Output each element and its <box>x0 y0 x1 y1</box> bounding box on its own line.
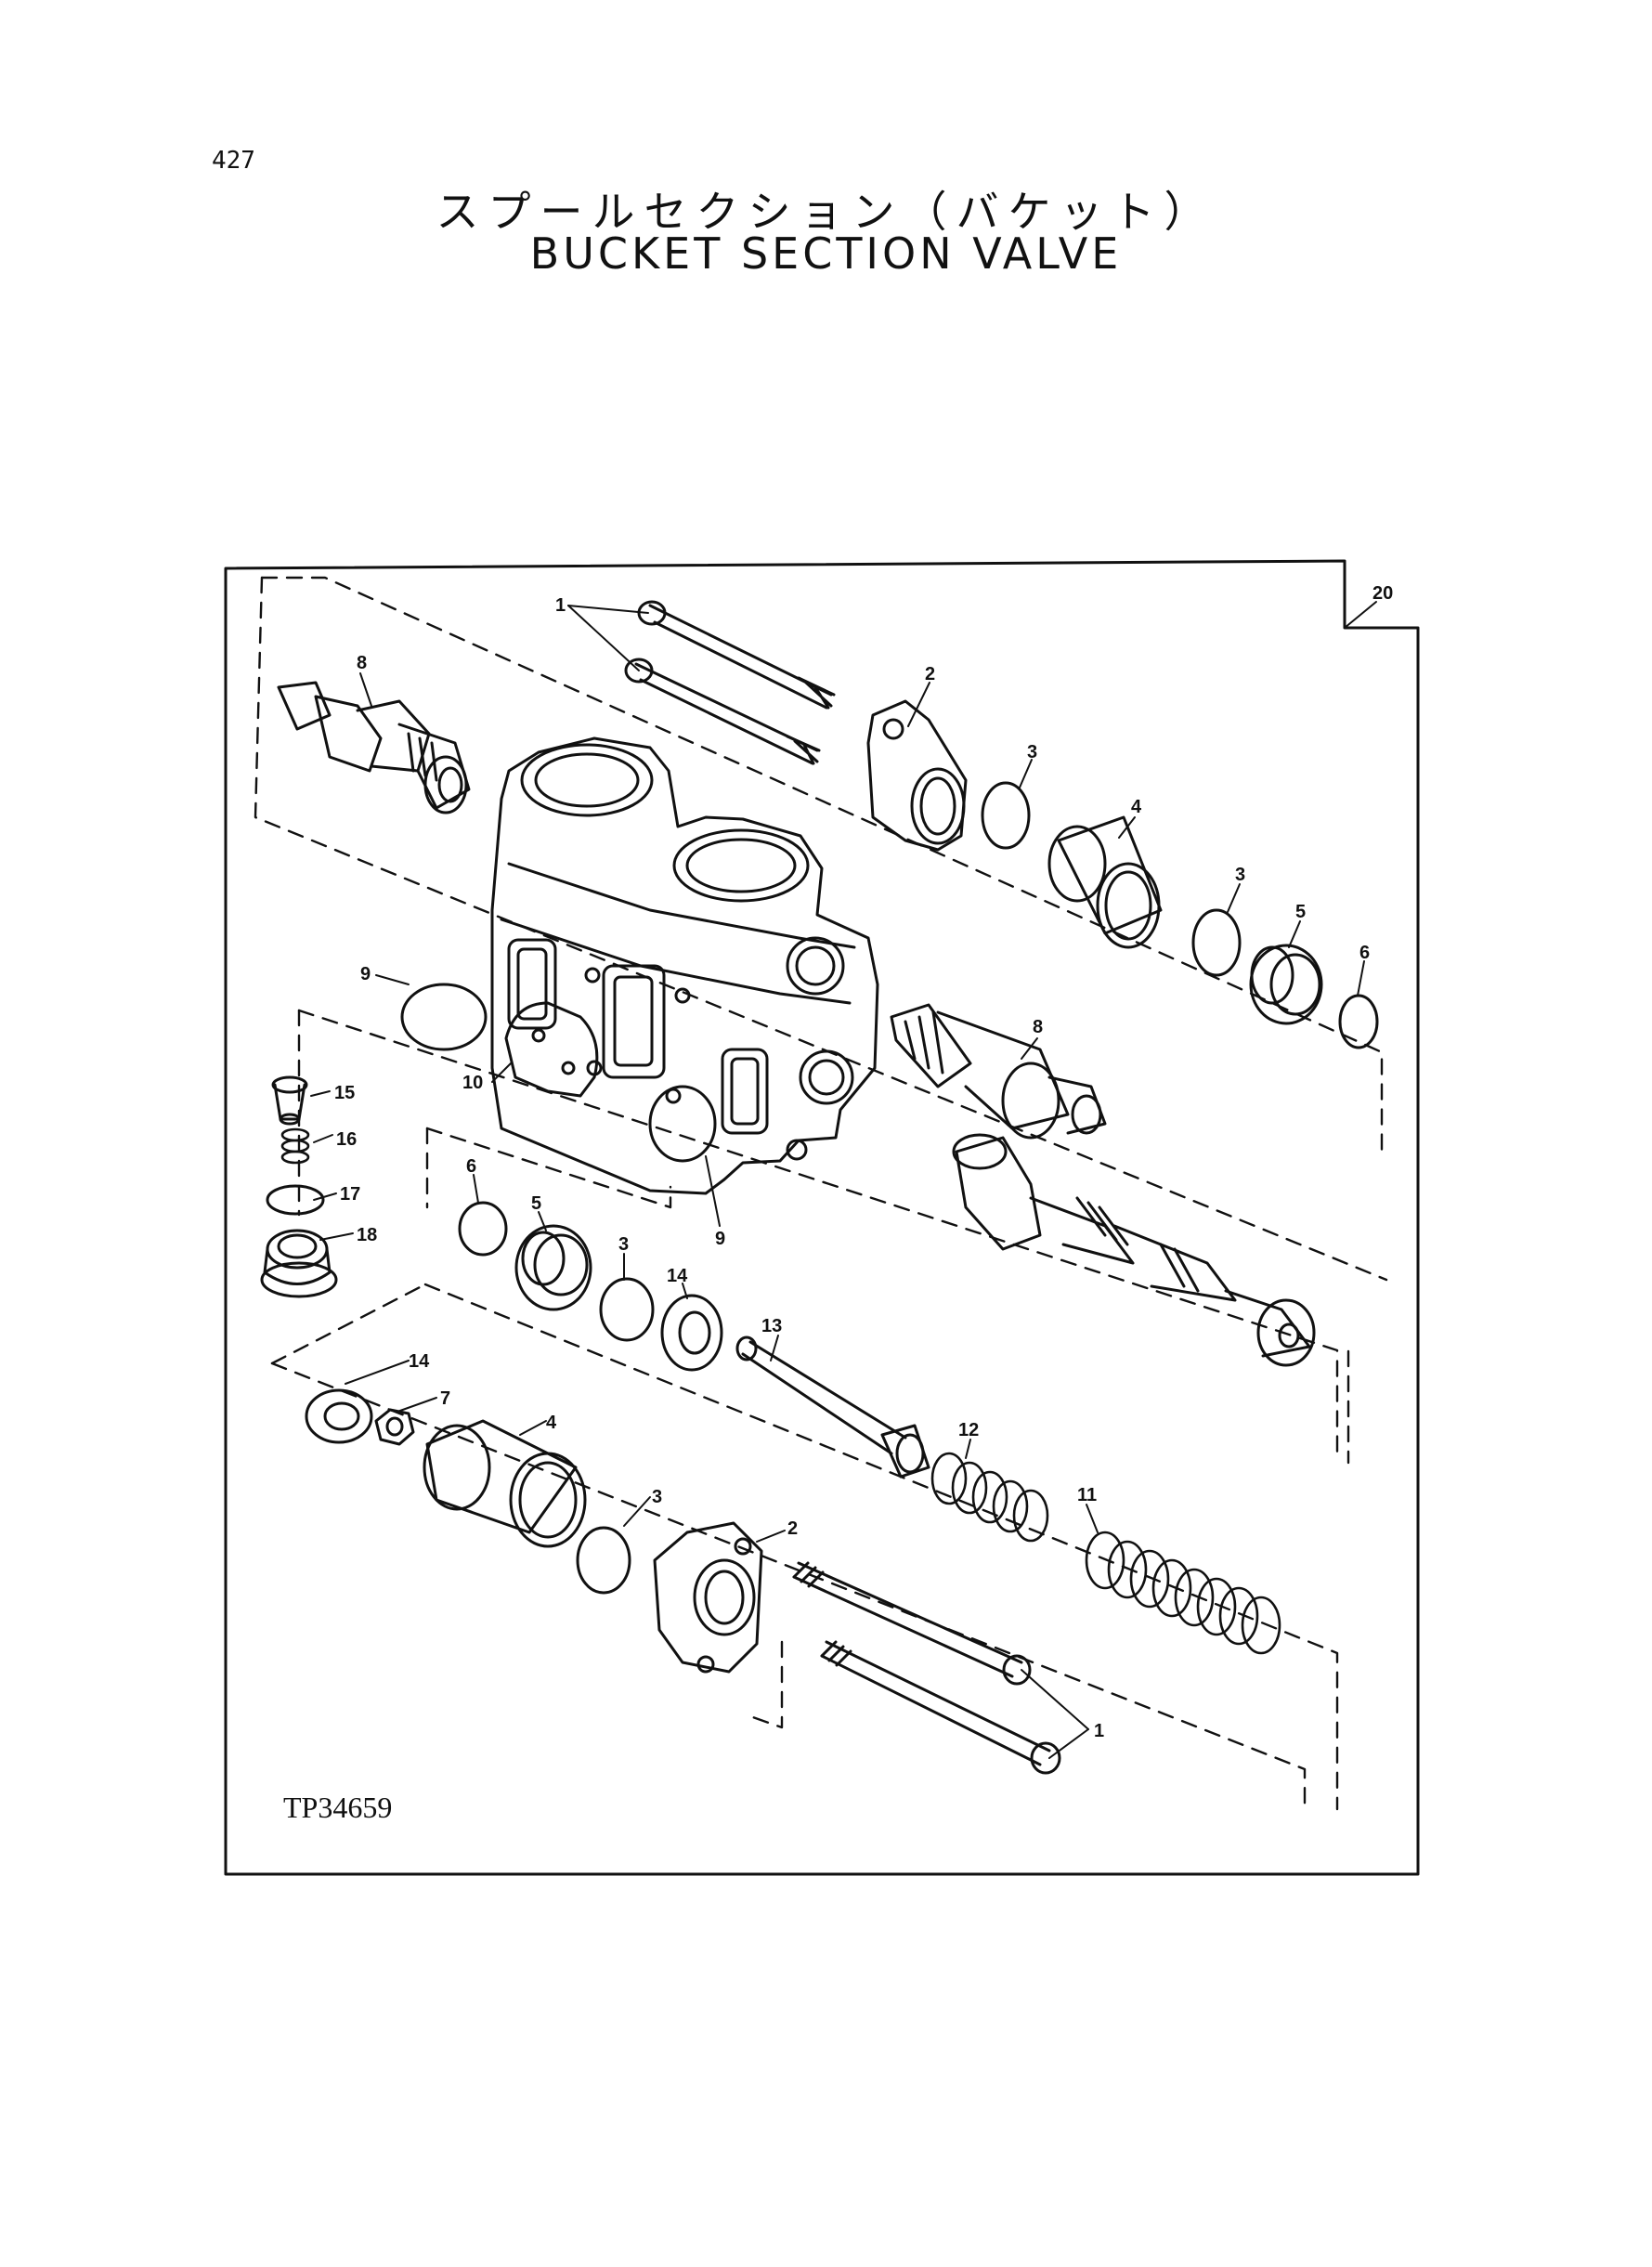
oring-3-lower <box>599 1277 655 1342</box>
seat-5-top <box>1249 944 1323 1025</box>
callout-3-lower: 3 <box>618 1234 629 1255</box>
callout-6-top: 6 <box>1359 943 1370 963</box>
callout-17: 17 <box>340 1184 360 1205</box>
seat-5-mid <box>514 1224 592 1311</box>
callout-20: 20 <box>1372 583 1393 604</box>
poppet-15 <box>271 1075 308 1126</box>
callout-3-bottom: 3 <box>652 1487 662 1507</box>
callout-18: 18 <box>357 1225 377 1245</box>
callout-1-bottom: 1 <box>1094 1721 1104 1741</box>
callout-13: 13 <box>761 1316 782 1336</box>
oring-17 <box>266 1184 325 1216</box>
callout-2-top: 2 <box>925 664 935 684</box>
oring-9-right <box>648 1085 717 1163</box>
callout-4-top: 4 <box>1131 797 1142 817</box>
bolt-13 <box>735 1335 930 1479</box>
spring-12 <box>930 1452 1049 1543</box>
spring-11 <box>1085 1531 1281 1655</box>
callout-7: 7 <box>440 1388 450 1409</box>
leader-lines <box>310 605 1365 1759</box>
nut-7 <box>374 1408 415 1446</box>
plate-10 <box>504 1001 599 1098</box>
callout-4-bottom: 4 <box>546 1413 557 1433</box>
oring-3-mid <box>1191 908 1242 977</box>
callout-8-right: 8 <box>1033 1017 1043 1037</box>
callout-11: 11 <box>1077 1485 1097 1505</box>
callout-12: 12 <box>958 1420 979 1440</box>
callout-5-mid: 5 <box>531 1193 541 1214</box>
washer-14-mid <box>660 1294 723 1372</box>
callout-8-top-left: 8 <box>357 653 367 673</box>
callout-2-bottom: 2 <box>787 1518 798 1539</box>
callout-6-mid: 6 <box>466 1156 476 1177</box>
cover-2-top <box>866 699 968 852</box>
callout-14-bottom: 14 <box>409 1351 430 1372</box>
bolt-1-top <box>624 600 836 765</box>
oring-6-mid <box>458 1201 508 1257</box>
relief-valve-8-top-left <box>277 681 471 814</box>
valve-body <box>490 736 879 1195</box>
page-number: 427 <box>212 147 255 175</box>
spring-16 <box>280 1127 310 1165</box>
oring-6-top <box>1338 994 1379 1049</box>
callout-9-right: 9 <box>715 1229 725 1249</box>
washer-14-bottom <box>305 1388 373 1444</box>
plug-18 <box>260 1229 338 1298</box>
oring-3-bottom <box>576 1526 631 1595</box>
spool-assembly <box>952 1133 1316 1367</box>
callout-16: 16 <box>336 1129 357 1150</box>
oring-9-left <box>400 983 488 1051</box>
callout-labels: 20 1 2 3 4 3 5 6 8 8 9 10 9 15 16 17 18 … <box>334 583 1393 1741</box>
callout-1-top: 1 <box>555 595 566 616</box>
relief-valve-8-right <box>890 1003 1107 1140</box>
callout-3-mid: 3 <box>1235 865 1245 885</box>
callout-10: 10 <box>462 1073 483 1093</box>
bolt-1-bottom <box>792 1561 1061 1775</box>
callout-3-top: 3 <box>1027 742 1037 762</box>
leader-20 <box>1344 601 1377 629</box>
diagram-frame <box>224 559 1420 1876</box>
page-title-english: BUCKET SECTION VALVE <box>529 228 1123 279</box>
sleeve-4-top <box>1047 815 1163 949</box>
callout-15: 15 <box>334 1083 355 1103</box>
dashed-group-lines <box>254 576 1388 1811</box>
drawing-id: TP34659 <box>283 1791 393 1824</box>
callout-5-top: 5 <box>1295 902 1306 922</box>
oring-3-top <box>981 781 1031 850</box>
cover-2-bottom <box>653 1521 763 1674</box>
page-title-japanese: スプールセクション（バケット） <box>436 187 1216 237</box>
callout-9-left: 9 <box>360 964 371 984</box>
callout-14-mid: 14 <box>667 1266 688 1286</box>
sleeve-4-bottom <box>423 1419 587 1548</box>
